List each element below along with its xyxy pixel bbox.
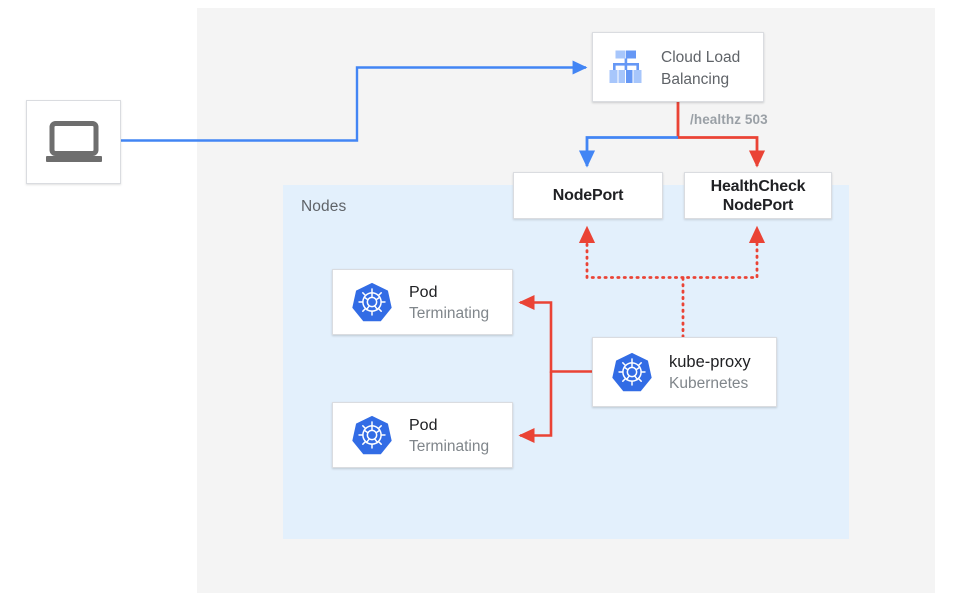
client-laptop-card [26, 100, 121, 184]
cloud-load-balancing-label-line1: Cloud Load [661, 49, 741, 66]
nodeport-label: NodePort [552, 187, 624, 204]
kube-proxy-title: kube-proxy [669, 353, 751, 371]
cloud-load-balancing-icon [609, 50, 642, 83]
pod-status: Terminating [409, 438, 490, 455]
pod-title: Pod [409, 284, 438, 301]
pod-text: Pod Terminating [409, 415, 489, 457]
healthcheck-nodeport-card: HealthCheck NodePort [684, 172, 832, 219]
cloud-load-balancing-label: Cloud Load Balancing [661, 47, 757, 91]
nodes-panel-label: Nodes [301, 198, 347, 215]
pod-card: Pod Terminating [332, 402, 513, 468]
pod-status: Terminating [409, 305, 490, 322]
healthz-503-label: /healthz 503 [690, 112, 768, 127]
kubernetes-icon [612, 352, 652, 392]
pod-text: Pod Terminating [409, 282, 489, 324]
pod-card: Pod Terminating [332, 269, 513, 335]
cloud-load-balancing-label-line2: Balancing [661, 71, 730, 88]
healthcheck-nodeport-label: HealthCheck NodePort [711, 177, 806, 215]
kube-proxy-card: kube-proxy Kubernetes [592, 337, 777, 407]
kube-proxy-subtitle: Kubernetes [669, 375, 749, 392]
kube-proxy-text: kube-proxy Kubernetes [669, 351, 751, 395]
kubernetes-icon [352, 415, 392, 455]
healthcheck-nodeport-label-line2: NodePort [722, 196, 794, 214]
healthcheck-nodeport-label-line1: HealthCheck [710, 177, 806, 195]
laptop-icon [45, 121, 102, 162]
cloud-load-balancing-card: Cloud Load Balancing [592, 32, 764, 102]
pod-title: Pod [409, 417, 438, 434]
nodeport-card: NodePort [513, 172, 663, 219]
kubernetes-icon [352, 282, 392, 322]
